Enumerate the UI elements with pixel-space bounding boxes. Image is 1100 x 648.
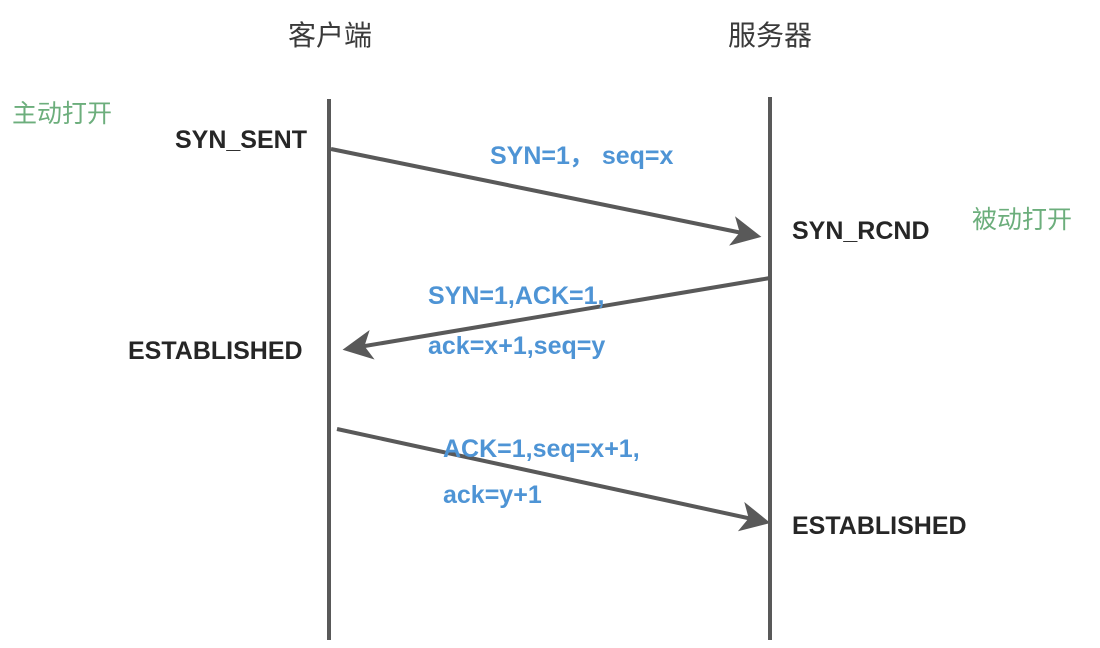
active-open-annotation: 主动打开 — [12, 100, 113, 128]
client-title: 客户端 — [287, 20, 373, 51]
server-established-state: ESTABLISHED — [792, 512, 967, 540]
synack-message-label-line2: ack=x+1,seq=y — [428, 332, 606, 360]
server-syn-rcnd-state: SYN_RCND — [792, 217, 930, 245]
ack-arrow — [336, 427, 771, 532]
synack-message-label-line1: SYN=1,ACK=1, — [428, 282, 605, 310]
ack-message-label-line1: ACK=1,seq=x+1, — [443, 435, 640, 463]
server-title: 服务器 — [727, 20, 813, 51]
ack-message-label-line2: ack=y+1 — [443, 481, 542, 509]
passive-open-annotation: 被动打开 — [972, 206, 1073, 234]
syn-message-label: SYN=1， seq=x — [490, 142, 674, 170]
syn-arrow — [330, 147, 762, 246]
client-syn-sent-state: SYN_SENT — [175, 126, 307, 154]
client-established-state: ESTABLISHED — [128, 337, 303, 365]
synack-arrow — [342, 276, 771, 360]
